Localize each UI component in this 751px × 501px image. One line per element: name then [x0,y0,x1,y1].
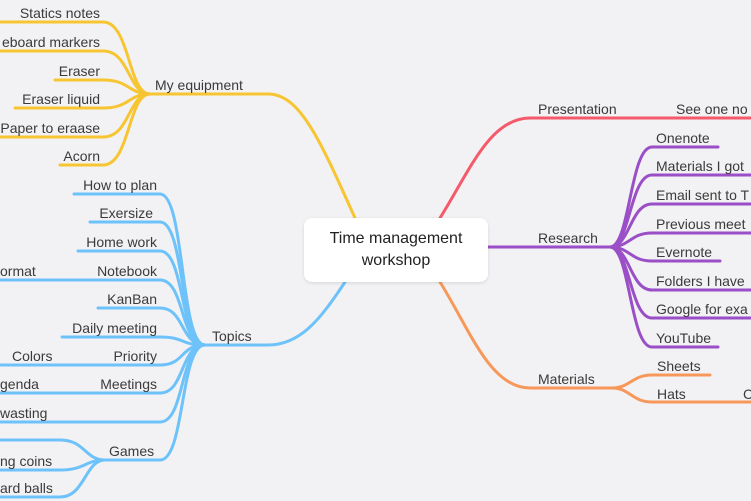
node-topics-item[interactable]: How to plan [83,177,157,193]
node-my-equipment[interactable]: My equipment [155,77,243,93]
node-materials[interactable]: Materials [538,371,595,387]
link-center-equipment [266,92,357,220]
node-equipment-item[interactable]: eboard markers [1,34,100,50]
link-center-presentation [438,116,532,220]
link-topics-9 [158,343,207,462]
node-equipment-item[interactable]: Eraser [58,63,100,79]
node-research-item[interactable]: Previous meet [656,216,746,232]
node-topics-item[interactable]: Daily meeting [72,320,157,336]
link-games-coins [58,438,107,462]
node-topics-item[interactable]: Meetings [100,376,157,392]
central-topic-node[interactable]: Time management workshop [304,218,488,282]
node-topics-item[interactable]: KanBan [107,291,157,307]
link-center-materials [438,280,532,390]
link-materials-2 [610,386,654,404]
link-equipment-6 [101,92,152,167]
node-materials-item[interactable]: Sheets [657,358,701,374]
node-topics[interactable]: Topics [212,328,252,344]
node-research-item[interactable]: Evernote [656,244,713,260]
central-topic-line-2: workshop [361,252,431,269]
node-equipment-item[interactable]: Eraser liquid [22,91,100,107]
central-topic-line-1: Time management [329,230,463,247]
link-research-8 [608,245,654,349]
node-notebook-sub[interactable]: ormat [0,263,36,279]
node-research-item[interactable]: Onenote [656,130,710,146]
link-equipment-3 [101,78,152,96]
link-topics-1 [158,192,207,347]
node-research[interactable]: Research [538,230,598,246]
node-research-item[interactable]: Google for exa [656,301,748,317]
node-topics-item[interactable]: Exersize [99,205,153,221]
node-research-item[interactable]: Folders I have [656,273,745,289]
node-equipment-item[interactable]: Statics notes [19,5,100,21]
node-games-sub[interactable]: ng coins [0,453,53,469]
link-research-2 [608,173,654,249]
node-meetings-sub[interactable]: genda [0,376,39,392]
node-topics-item[interactable]: Home work [86,234,157,250]
node-presentation-sub[interactable]: See one no [676,101,748,117]
node-equipment-item[interactable]: Acorn [63,148,100,164]
link-materials-1 [610,373,654,390]
link-center-topics [266,280,347,347]
node-research-item[interactable]: Email sent to T [656,187,750,203]
node-research-item[interactable]: Materials I got [656,158,744,174]
node-games-sub[interactable]: ard balls [0,480,53,496]
node-presentation[interactable]: Presentation [538,101,617,117]
node-materials-item[interactable]: Hats [657,386,686,402]
node-equipment-item[interactable]: Paper to eraase [0,120,100,136]
link-equipment-1 [101,20,152,96]
node-priority-sub[interactable]: Colors [12,348,53,364]
node-topics-item[interactable]: Priority [113,348,157,364]
node-topics-item[interactable]: Games [109,443,155,459]
node-hats-sub[interactable]: C [743,386,751,402]
node-topics-wasting[interactable]: wasting [0,405,48,421]
node-research-item[interactable]: YouTube [656,330,712,346]
node-topics-item[interactable]: Notebook [97,263,157,279]
link-games-balls-2 [58,458,107,499]
